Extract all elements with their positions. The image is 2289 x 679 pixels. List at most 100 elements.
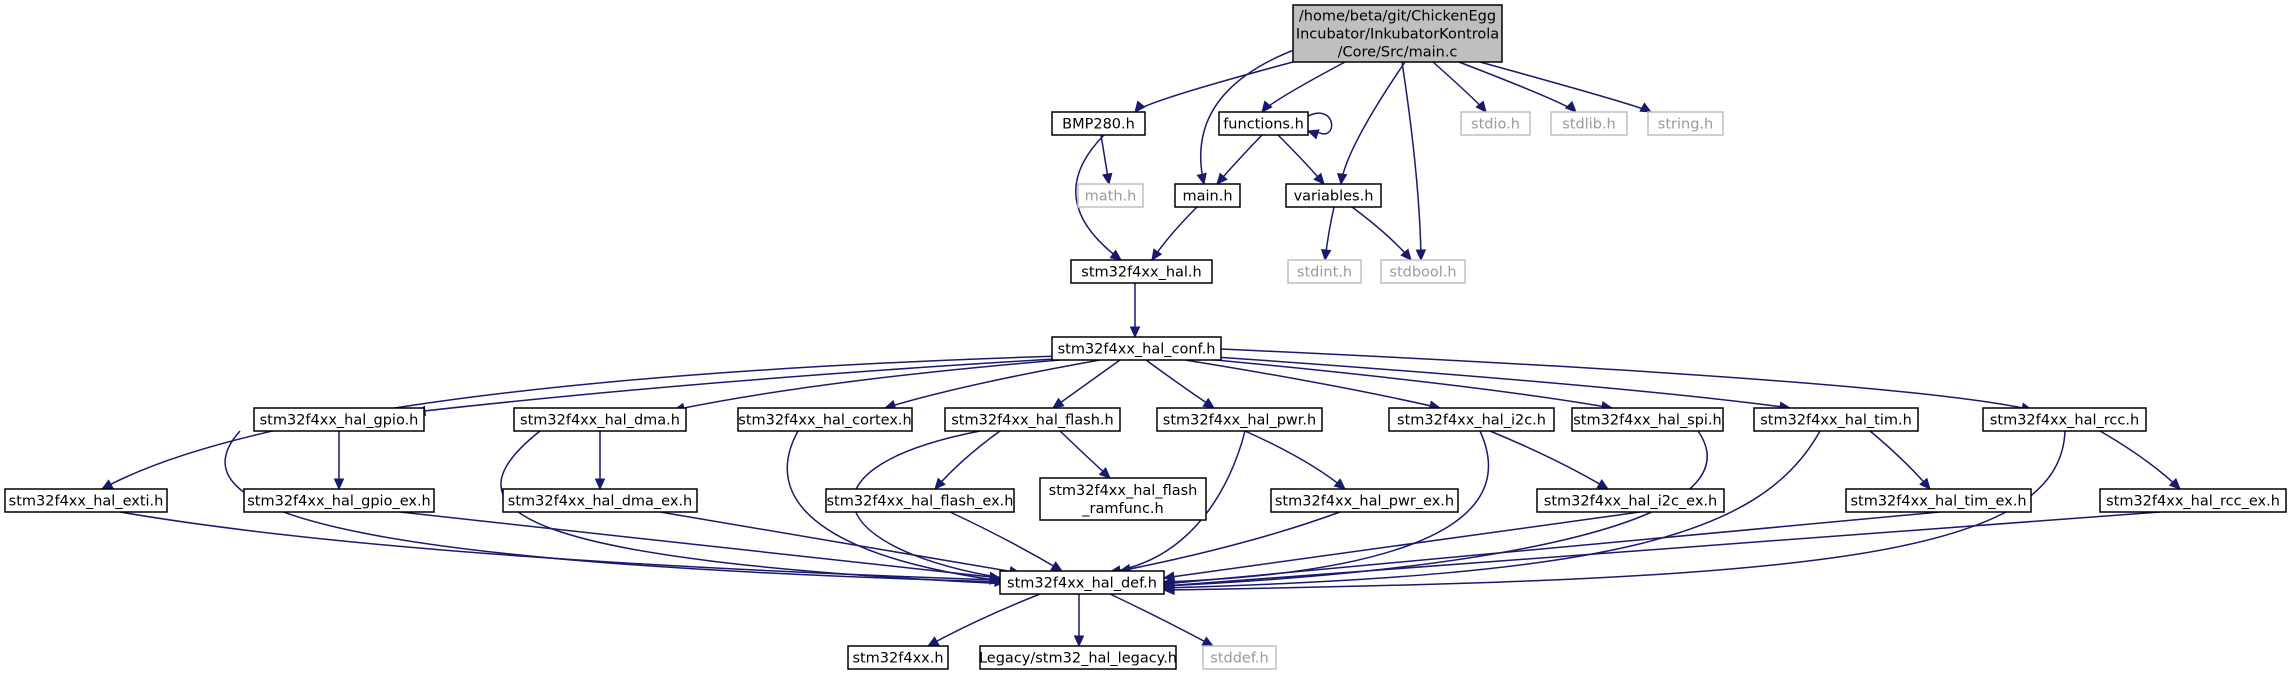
node-label: stm32f4xx_hal_flash.h bbox=[951, 413, 1113, 429]
node-label: stdint.h bbox=[1297, 265, 1352, 281]
node-label: stm32f4xx_hal_gpio.h bbox=[260, 413, 419, 429]
edge-line bbox=[101, 355, 1061, 490]
edge-arrowhead bbox=[1129, 326, 1141, 339]
node-box bbox=[1753, 407, 1919, 432]
node-box bbox=[243, 488, 435, 513]
edge-arrowhead bbox=[2168, 477, 2181, 490]
edge-pwr-to-pwr_ex bbox=[1244, 430, 1346, 490]
node-box bbox=[737, 407, 913, 432]
edge-line bbox=[1214, 356, 1791, 409]
node-label: stm32f4xx_hal_exti.h bbox=[9, 494, 164, 510]
node-label: main.h bbox=[1182, 189, 1232, 205]
node-box bbox=[1380, 259, 1466, 284]
node-conf[interactable]: stm32f4xx_hal_conf.h bbox=[1051, 336, 1222, 361]
edge-rcc_ex-to-def bbox=[1162, 511, 2161, 591]
node-label: stm32f4xx_hal_tim_ex.h bbox=[1850, 494, 2026, 510]
edge-gpio-to-gpio_ex bbox=[333, 431, 345, 491]
edge-line bbox=[1489, 430, 1609, 490]
edge-line bbox=[673, 359, 1061, 411]
edge-line bbox=[1479, 61, 1652, 113]
edge-arrowhead bbox=[1306, 129, 1320, 140]
node-tim[interactable]: stm32f4xx_hal_tim.h bbox=[1753, 407, 1919, 432]
edge-arrowhead bbox=[1196, 172, 1207, 186]
node-tim-ex[interactable]: stm32f4xx_hal_tim_ex.h bbox=[1845, 488, 2032, 513]
edge-arrowhead bbox=[1639, 102, 1653, 113]
node-hal[interactable]: stm32f4xx_hal.h bbox=[1070, 259, 1213, 284]
node-legacy[interactable]: Legacy/stm32_hal_legacy.h bbox=[979, 645, 1177, 670]
node-flash-ex[interactable]: stm32f4xx_hal_flash_ex.h bbox=[825, 488, 1015, 513]
edge-bmp280-to-math bbox=[1100, 134, 1113, 186]
edge-main_c-to-stdio bbox=[1432, 61, 1487, 113]
node-label: stm32f4xx.h bbox=[852, 651, 943, 667]
node-flash-ramfunc[interactable]: stm32f4xx_hal_flash_ramfunc.h bbox=[1039, 477, 1207, 521]
edge-arrowhead bbox=[1320, 248, 1332, 262]
node-box bbox=[1051, 111, 1146, 136]
edge-hal-to-conf bbox=[1129, 283, 1141, 339]
edge-line bbox=[852, 430, 1041, 584]
node-main-c[interactable]: /home/beta/git/ChickenEggIncubator/Inkub… bbox=[1292, 4, 1503, 63]
node-gpio-ex[interactable]: stm32f4xx_hal_gpio_ex.h bbox=[243, 488, 435, 513]
node-box bbox=[1270, 488, 1459, 513]
node-box bbox=[1845, 488, 2032, 513]
node-box bbox=[1536, 488, 1725, 513]
edge-main_c-to-variables bbox=[1336, 61, 1406, 186]
edge-arrowhead bbox=[1050, 561, 1064, 572]
node-pwr-ex[interactable]: stm32f4xx_hal_pwr_ex.h bbox=[1270, 488, 1459, 513]
edge-arrowhead bbox=[1564, 100, 1577, 113]
edge-arrowhead bbox=[333, 478, 345, 491]
node-spi[interactable]: stm32f4xx_hal_spi.h bbox=[1571, 407, 1724, 432]
node-box bbox=[1070, 259, 1213, 284]
node-box bbox=[1292, 4, 1503, 63]
node-def[interactable]: stm32f4xx_hal_def.h bbox=[999, 570, 1165, 595]
edge-arrowhead bbox=[1201, 636, 1215, 647]
node-box bbox=[1039, 477, 1207, 521]
node-label: stdbool.h bbox=[1389, 265, 1456, 281]
node-i2c[interactable]: stm32f4xx_hal_i2c.h bbox=[1388, 407, 1555, 432]
edge-line bbox=[1184, 359, 1441, 409]
node-box bbox=[1156, 407, 1323, 432]
edge-line bbox=[1307, 112, 1333, 135]
node-label: stm32f4xx_hal_tim.h bbox=[1760, 413, 1912, 429]
edge-line bbox=[1075, 134, 1122, 261]
edge-main_c-to-string bbox=[1479, 61, 1653, 113]
node-dma[interactable]: stm32f4xx_hal_dma.h bbox=[513, 407, 687, 432]
node-rcc-ex[interactable]: stm32f4xx_hal_rcc_ex.h bbox=[2099, 488, 2287, 513]
node-exti[interactable]: stm32f4xx_hal_exti.h bbox=[4, 488, 168, 513]
node-cortex[interactable]: stm32f4xx_hal_cortex.h bbox=[737, 407, 913, 432]
edge-functions-to-main_h bbox=[1216, 134, 1263, 185]
node-gpio[interactable]: stm32f4xx_hal_gpio.h bbox=[253, 407, 425, 432]
node-bmp280[interactable]: BMP280.h bbox=[1051, 111, 1146, 136]
edge-arrowhead bbox=[1336, 172, 1348, 186]
edge-tim-to-tim_ex bbox=[1869, 430, 1931, 490]
node-box bbox=[1218, 111, 1309, 136]
edge-conf-to-gpio bbox=[413, 358, 1056, 417]
edge-line bbox=[884, 359, 1101, 409]
edge-arrowhead bbox=[1596, 479, 1610, 490]
node-flash[interactable]: stm32f4xx_hal_flash.h bbox=[944, 407, 1121, 432]
node-label: stm32f4xx_hal_cortex.h bbox=[738, 413, 911, 429]
node-box bbox=[1077, 183, 1144, 208]
node-pwr[interactable]: stm32f4xx_hal_pwr.h bbox=[1156, 407, 1323, 432]
node-box bbox=[1571, 407, 1724, 432]
node-box bbox=[4, 488, 168, 513]
node-label: stm32f4xx_hal_dma.h bbox=[520, 413, 680, 429]
edge-bmp280-to-hal bbox=[1075, 134, 1122, 261]
edge-dma-to-dma_ex bbox=[594, 430, 606, 491]
node-main-h[interactable]: main.h bbox=[1174, 183, 1241, 208]
node-i2c-ex[interactable]: stm32f4xx_hal_i2c_ex.h bbox=[1536, 488, 1725, 513]
edges-layer bbox=[100, 37, 2181, 648]
edge-conf-to-spi bbox=[1204, 358, 1614, 412]
edge-arrowhead bbox=[1216, 172, 1228, 185]
node-variables[interactable]: variables.h bbox=[1285, 183, 1382, 208]
node-label: stm32f4xx_hal.h bbox=[1081, 265, 1201, 281]
node-label: stdlib.h bbox=[1562, 117, 1616, 133]
node-label: stm32f4xx_hal_flash_ex.h bbox=[827, 494, 1014, 510]
node-rcc[interactable]: stm32f4xx_hal_rcc.h bbox=[1982, 407, 2147, 432]
edge-arrowhead bbox=[594, 478, 606, 491]
node-dma-ex[interactable]: stm32f4xx_hal_dma_ex.h bbox=[502, 488, 698, 513]
node-label: stm32f4xx_hal_spi.h bbox=[1573, 413, 1722, 429]
edge-main_h-to-hal bbox=[1151, 206, 1198, 262]
node-functions[interactable]: functions.h bbox=[1218, 111, 1309, 136]
node-stm32f4xx[interactable]: stm32f4xx.h bbox=[847, 645, 949, 670]
